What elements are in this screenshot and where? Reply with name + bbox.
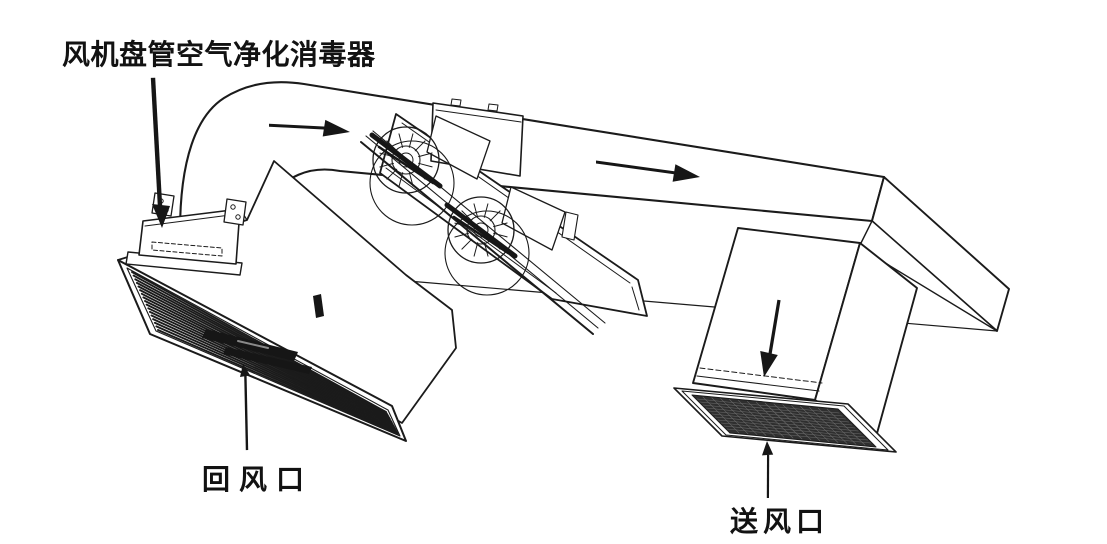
unit-vent-slot <box>313 294 324 318</box>
duct-flow-arrow-icon <box>596 160 700 182</box>
hanger-bracket <box>561 211 579 241</box>
device-pointer-arrow-icon <box>150 77 170 228</box>
device-end-box <box>138 208 241 265</box>
supply-down-arrow-icon <box>760 299 781 377</box>
return-grille-latch <box>223 347 312 374</box>
coil-rail-dark <box>360 141 594 335</box>
supply-air-label: 送风口 <box>730 506 829 537</box>
tower-screw <box>450 98 462 107</box>
fan-shaft-bars <box>369 132 518 259</box>
device-label: 风机盘管空气净化消毒器 <box>62 38 376 70</box>
return-grille-latch <box>202 329 298 361</box>
supply-grille-frame-mid <box>681 390 889 451</box>
fan-scroll-housing <box>501 186 566 251</box>
tower-screw <box>487 103 499 112</box>
duct-end-underside <box>858 220 998 332</box>
return-grille-frame-inner <box>126 267 401 437</box>
fan-scroll-housing <box>426 115 491 180</box>
return-grille-latch-highlight <box>237 340 269 349</box>
return-air-pointer-arrow-icon <box>240 364 251 451</box>
elbow-flow-arrow-icon <box>269 119 350 137</box>
supply-box-flange-line <box>696 375 820 392</box>
supply-grille-mesh-hatch <box>696 396 872 446</box>
supply-box-flange-dashed <box>699 367 823 384</box>
supply-air-pointer-arrow-icon <box>762 441 774 498</box>
fan-tower-inner-line <box>435 109 522 123</box>
end-box-dashed-strip <box>151 241 223 257</box>
fan-wheel-2 <box>444 196 530 296</box>
mounting-bracket <box>223 198 247 226</box>
return-air-label: 回风口 <box>202 464 313 495</box>
